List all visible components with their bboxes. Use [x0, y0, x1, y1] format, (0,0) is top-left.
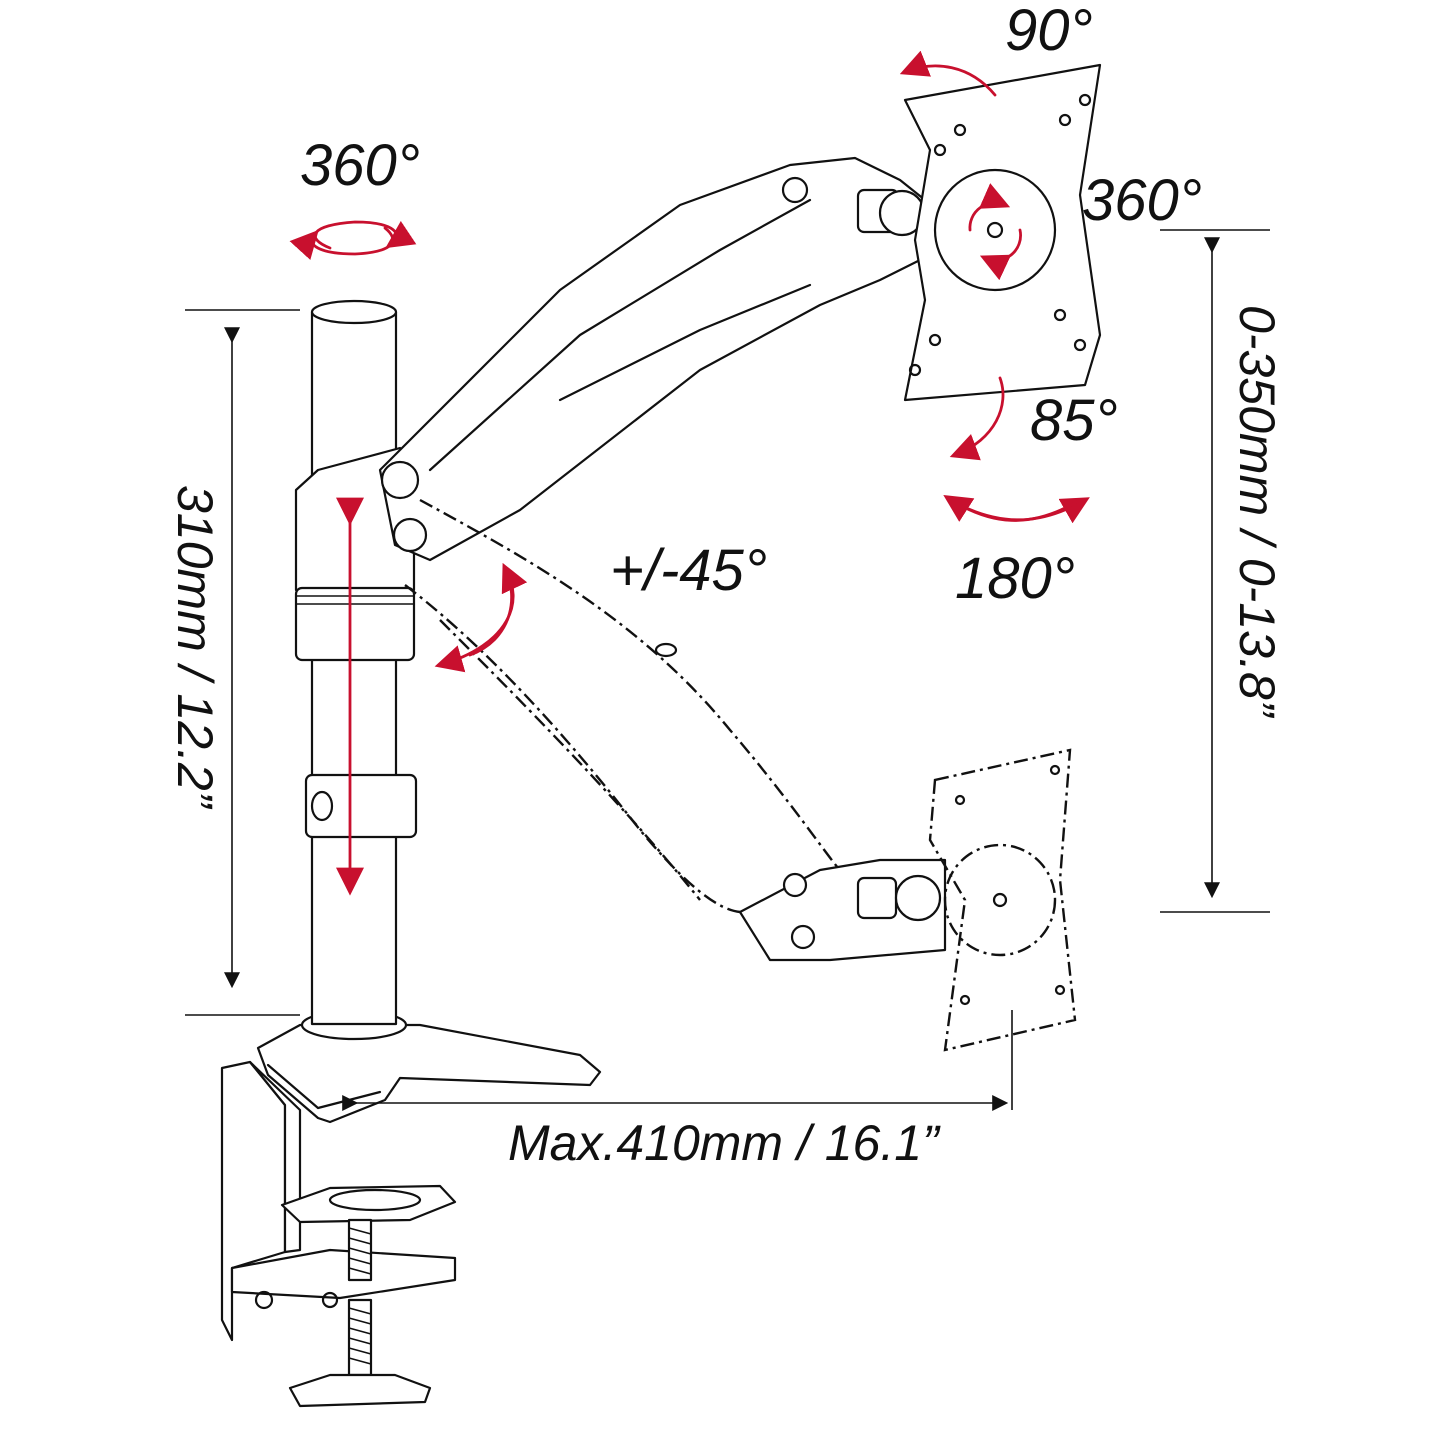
pole: [294, 299, 418, 1026]
plate-swivel-arrow: [958, 497, 1090, 524]
pole-swivel-arrow-2: [289, 226, 395, 260]
dimension-lines: [185, 229, 1270, 1111]
arm-upper-position: [378, 156, 927, 562]
label-pole-height: 310mm / 12.2”: [167, 485, 223, 810]
tilt-arrow: [899, 50, 997, 97]
screw-thread: [348, 1227, 372, 1365]
label-tilt-85: 85°: [1030, 388, 1118, 453]
pole-swivel-arrow: [313, 220, 417, 250]
stand-base: [256, 1009, 602, 1124]
label-swivel-180: 180°: [955, 546, 1075, 611]
arm-lower-position: [404, 498, 947, 962]
label-reach: Max.410mm / 16.1”: [508, 1115, 941, 1171]
vesa-plate-upper: [903, 63, 1102, 402]
label-arm-tilt: +/-45°: [610, 538, 767, 603]
label-pole-swivel-360: 360°: [300, 133, 420, 198]
vesa-holes-upper: [908, 93, 1092, 377]
label-plate-rotate-360: 360°: [1082, 168, 1202, 233]
label-tilt-90: 90°: [1005, 0, 1093, 63]
vesa-plate-lower: [928, 748, 1077, 1052]
motion-arrows: [289, 50, 1090, 896]
label-height-range: 0-350mm / 0-13.8”: [1229, 305, 1285, 719]
desk-clamp: [220, 1060, 457, 1408]
lower-tilt-arrow: [949, 376, 1005, 461]
